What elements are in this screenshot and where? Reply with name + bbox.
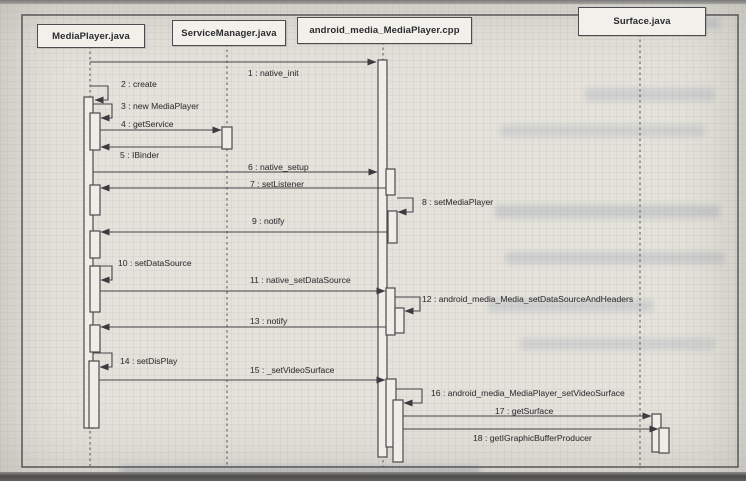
activation-bar xyxy=(394,307,405,334)
bleed-through-smudge xyxy=(488,300,653,312)
participant-mediaplayer-java: MediaPlayer.java xyxy=(37,24,145,48)
participant-servicemanager-java: ServiceManager.java xyxy=(172,20,286,46)
message-label-5: 5 : IBinder xyxy=(120,150,160,160)
arrow-16-mediaplayer-setvideosurface xyxy=(396,388,423,407)
bleed-through-smudge xyxy=(120,466,480,475)
bleed-through-smudge xyxy=(500,125,705,137)
activation-bar xyxy=(387,210,398,244)
activation-bar xyxy=(89,184,101,216)
activation-bar xyxy=(385,287,396,336)
message-label-9: 9 : notify xyxy=(252,216,285,226)
message-label-6: 6 : native_setup xyxy=(248,162,309,172)
message-label-10: 10 : setDataSource xyxy=(118,258,192,268)
arrow-14-setdisplay xyxy=(93,352,113,371)
message-arrows xyxy=(90,58,659,433)
participant-label: android_media_MediaPlayer.cpp xyxy=(309,25,460,36)
activation-bar xyxy=(89,112,101,151)
message-label-7: 7 : setListener xyxy=(250,179,304,189)
participant-surface-java: Surface.java xyxy=(578,7,706,36)
diagram-frame xyxy=(21,14,739,468)
participant-android-media-mediaplayer-cpp: android_media_MediaPlayer.cpp xyxy=(297,17,472,44)
bleed-through-smudge xyxy=(520,338,715,350)
bleed-through-smudge xyxy=(495,205,720,218)
participant-label: MediaPlayer.java xyxy=(52,30,130,42)
activation-bar-android-main xyxy=(377,59,388,458)
arrow-8-setmediaplayer xyxy=(397,197,414,216)
lifelines xyxy=(89,34,641,469)
activation-bar xyxy=(658,427,670,454)
activation-bar xyxy=(392,399,404,463)
message-label-15: 15 : _setVideoSurface xyxy=(250,365,335,375)
message-label-4: 4 : getService xyxy=(121,119,174,129)
message-label-1: 1 : native_init xyxy=(248,68,299,78)
message-label-12: 12 : android_media_Media_setDataSourceAn… xyxy=(422,294,634,304)
participant-label: ServiceManager.java xyxy=(181,27,277,39)
activation-bar xyxy=(88,360,100,429)
arrow-3-new-mediaplayer xyxy=(93,103,113,122)
message-label-18: 18 : getIGraphicBufferProducer xyxy=(473,433,592,443)
message-label-11: 11 : native_setDataSource xyxy=(250,275,351,285)
activation-bar-servicemanager xyxy=(221,126,233,150)
activation-bar xyxy=(89,230,101,259)
arrow-12-setdatasourceandheaders xyxy=(395,296,421,315)
participant-label: Surface.java xyxy=(613,16,671,27)
message-label-17: 17 : getSurface xyxy=(495,406,554,416)
bleed-through-smudge xyxy=(585,88,715,101)
activation-bars xyxy=(83,59,670,463)
message-label-3: 3 : new MediaPlayer xyxy=(121,101,199,111)
arrow-10-setdatasource xyxy=(93,265,113,284)
message-label-8: 8 : setMediaPlayer xyxy=(422,197,494,207)
message-label-14: 14 : setDisPlay xyxy=(120,356,178,366)
activation-bar xyxy=(89,265,101,313)
message-label-13: 13 : notify xyxy=(250,316,288,326)
bleed-through-smudge xyxy=(505,252,725,264)
activation-bar xyxy=(385,168,396,196)
photo-top-edge xyxy=(0,0,746,4)
message-label-16: 16 : android_media_MediaPlayer_setVideoS… xyxy=(431,388,625,398)
activation-bar xyxy=(89,324,101,353)
arrow-2-create xyxy=(90,85,109,104)
message-label-2: 2 : create xyxy=(121,79,157,89)
photo-bottom-edge xyxy=(0,472,746,481)
